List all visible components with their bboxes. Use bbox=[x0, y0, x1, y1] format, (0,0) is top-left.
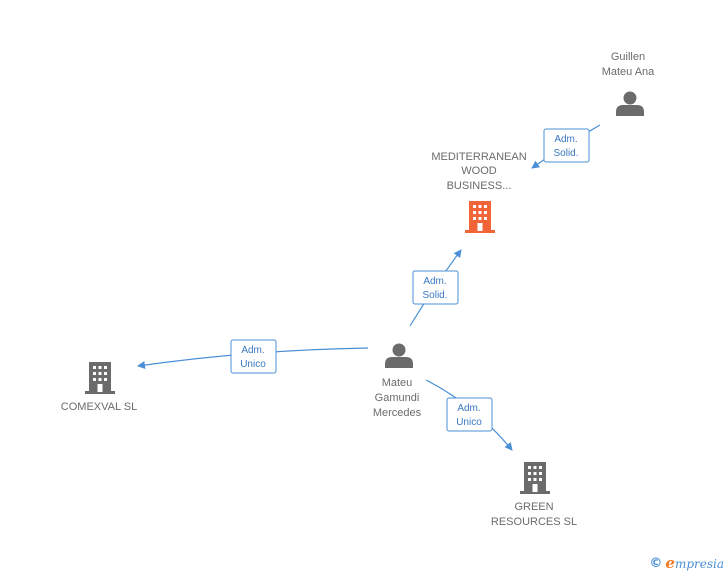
edge-label-line: Adm. bbox=[423, 276, 446, 287]
person-icon bbox=[616, 91, 644, 116]
edge-mateu-to-green[interactable]: Adm. Unico bbox=[425, 379, 513, 451]
empresia-watermark: © empresia bbox=[649, 553, 724, 573]
node-label-line: RESOURCES SL bbox=[491, 516, 577, 528]
edge-label-line: Solid. bbox=[553, 148, 578, 159]
node-label-line: Guillen bbox=[611, 51, 645, 63]
node-label-line: Mercedes bbox=[373, 407, 422, 419]
person-icon bbox=[385, 343, 413, 368]
node-label-line: Gamundi bbox=[375, 392, 420, 404]
node-mediterranean-wood-business[interactable]: MEDITERRANEAN WOOD BUSINESS... bbox=[431, 151, 527, 233]
building-icon bbox=[85, 362, 115, 394]
edge-mateu-to-comexval[interactable]: Adm. Unico bbox=[137, 339, 369, 374]
edge-label-line: Adm. bbox=[241, 345, 264, 356]
edge-label-line: Unico bbox=[456, 417, 482, 428]
node-comexval-sl[interactable]: COMEXVAL SL bbox=[61, 362, 137, 413]
edge-mateu-to-mediterranean[interactable]: Adm. Solid. bbox=[409, 249, 462, 327]
edge-label-line: Adm. bbox=[554, 134, 577, 145]
node-guillen-mateu-ana[interactable]: Guillen Mateu Ana bbox=[602, 51, 655, 116]
copyright-icon: © bbox=[649, 555, 663, 571]
building-icon bbox=[465, 201, 495, 233]
node-mateu-gamundi-mercedes[interactable]: Mateu Gamundi Mercedes bbox=[373, 343, 422, 420]
node-label-line: GREEN bbox=[514, 501, 553, 513]
node-green-resources-sl[interactable]: GREEN RESOURCES SL bbox=[491, 462, 577, 528]
brand-logo: empresia bbox=[665, 554, 724, 572]
node-label-line: BUSINESS... bbox=[447, 180, 512, 192]
node-label-line: COMEXVAL SL bbox=[61, 401, 137, 413]
edge-label-line: Unico bbox=[240, 359, 266, 370]
node-label-line: WOOD bbox=[461, 165, 496, 177]
building-icon bbox=[520, 462, 550, 494]
node-label-line: MEDITERRANEAN bbox=[431, 151, 526, 163]
edge-guillen-to-mediterranean[interactable]: Adm. Solid. bbox=[531, 124, 601, 169]
edge-label-line: Adm. bbox=[457, 403, 480, 414]
node-label-line: Mateu Ana bbox=[602, 66, 655, 78]
node-label-line: Mateu bbox=[382, 377, 413, 389]
edge-label-line: Solid. bbox=[422, 290, 447, 301]
